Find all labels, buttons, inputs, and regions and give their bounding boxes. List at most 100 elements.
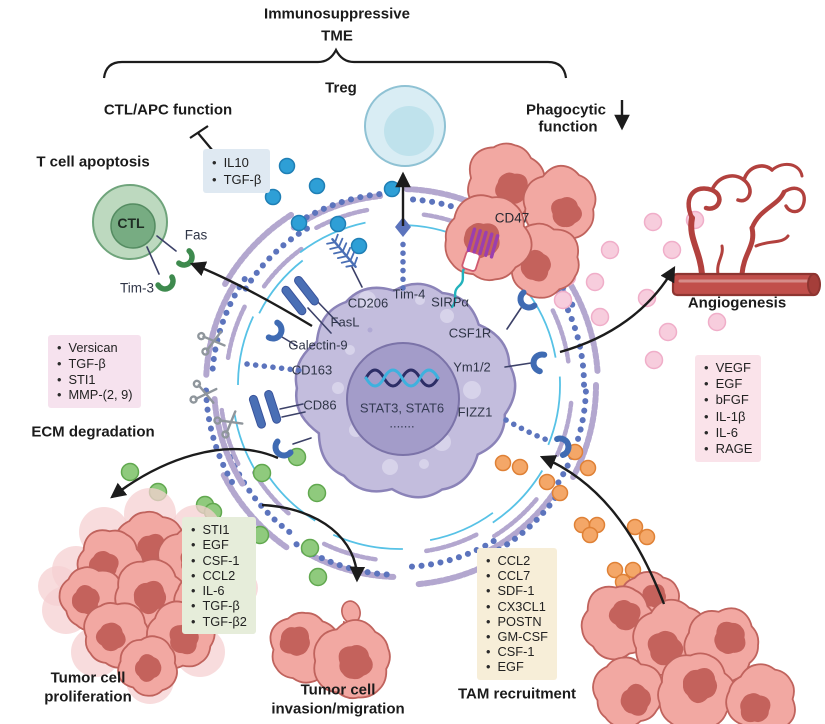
tumor-cell-nucleus	[71, 585, 100, 615]
ecm-bead-chain	[203, 382, 235, 485]
proliferation-factor-list: STI1EGFCSF-1CCL2IL-6TGF-βTGF-β2	[186, 522, 247, 629]
factor-dot	[264, 188, 282, 206]
tumor-cell-nucleus	[714, 621, 746, 654]
factor-dot	[662, 240, 682, 260]
factor-dot	[300, 538, 320, 558]
ecm-fiber	[225, 303, 248, 361]
list-item: TGF-β	[52, 356, 132, 372]
factor-dot	[252, 463, 272, 483]
cd47-receptor-icon	[466, 227, 500, 259]
list-item: IL-6	[186, 583, 247, 598]
nucleus-text-line1: STAT3, STAT6	[359, 400, 445, 416]
ecm-fiber	[320, 540, 378, 562]
factor-dot	[606, 561, 624, 579]
factor-dot	[383, 180, 401, 198]
factor-dot	[590, 307, 610, 327]
vesicle	[332, 382, 344, 394]
macrophage-cell	[294, 282, 517, 499]
ecm-bead-chain	[209, 274, 249, 372]
list-item: STI1	[52, 372, 132, 388]
factor-dot	[538, 473, 556, 491]
phagocytic-label-line2: function	[538, 118, 598, 136]
factor-dot	[290, 214, 308, 232]
cd47-label: CD47	[494, 210, 530, 226]
inhibition-tbar	[189, 125, 214, 152]
phagocytic-label-line1: Phagocytic	[525, 101, 607, 119]
factor-dot	[638, 528, 656, 546]
angiogenesis-label: Angiogenesis	[687, 294, 787, 312]
tumor-cell-nucleus	[133, 580, 167, 615]
vesicle	[419, 459, 429, 469]
factor-dot	[644, 350, 664, 370]
galectin9-connector	[281, 336, 298, 347]
sirpa-receptor-icon	[450, 264, 468, 309]
cd86-receptor-icon	[248, 389, 282, 429]
csf1r-receptor-icon	[517, 289, 538, 311]
annotation-arrows	[102, 47, 676, 605]
list-item: Versican	[52, 340, 132, 356]
list-item: TGF-β	[207, 171, 262, 188]
receptor-label-sirpa: SIRPα	[431, 294, 469, 310]
fasl-receptor-icon	[281, 275, 320, 316]
tumor-cell-nucleus	[608, 600, 641, 631]
receptor-label-fasl: FasL	[330, 314, 360, 330]
list-item: SDF-1	[481, 583, 548, 598]
vesicle	[463, 381, 481, 399]
ecm-fiber	[550, 308, 571, 364]
proliferation-factor-box: STI1EGFCSF-1CCL2IL-6TGF-βTGF-β2	[182, 517, 256, 635]
fas-tim3-connectors	[146, 235, 177, 275]
list-item: IL-1β	[699, 409, 752, 425]
vesicle	[415, 295, 425, 305]
factor-dot	[581, 526, 599, 544]
tim3-receptor-icon	[155, 274, 176, 292]
arrow-to-proliferation	[110, 448, 279, 499]
list-item: IL-6	[699, 425, 752, 441]
tumor-cell-nucleus	[740, 693, 771, 723]
csf1r-connector	[506, 307, 522, 330]
galectin9-receptor-icon	[265, 319, 285, 342]
ecm-factor-box: VersicanTGF-βSTI1MMP-(2, 9)	[48, 335, 142, 409]
cd86-connector	[279, 403, 306, 418]
ecm-thread	[237, 316, 255, 386]
ecm-fiber	[203, 282, 237, 378]
list-item: TGF-β	[186, 598, 247, 613]
factor-dot	[707, 312, 727, 332]
vesicle	[382, 459, 398, 475]
list-item: STI1	[186, 522, 247, 537]
receptor-label-csf1r: CSF1R	[448, 325, 492, 341]
tumor-invasion-label-line1: Tumor cell	[300, 681, 376, 699]
arrow-tam-recruitment	[539, 455, 666, 605]
factor-dot	[278, 157, 296, 175]
ecm-fiber	[564, 277, 601, 375]
cd163-receptor-icon	[244, 361, 307, 374]
list-item: VEGF	[699, 360, 752, 376]
list-item: MMP-(2, 9)	[52, 387, 132, 403]
ecm-bead-chain	[290, 539, 390, 578]
factor-dot	[624, 561, 642, 579]
ecm-fiber	[424, 532, 479, 554]
ecm-thread	[429, 512, 494, 541]
ecm-fiber	[211, 395, 246, 487]
list-item: EGF	[186, 537, 247, 552]
factor-dot	[600, 240, 620, 260]
arrow-to-t-cell-apoptosis	[189, 261, 313, 328]
arrow-to-angiogenesis	[559, 265, 676, 354]
arrow-to-invasion	[261, 503, 366, 583]
fizz1-receptor-icon	[554, 435, 572, 458]
tumor-cell-nucleus	[95, 622, 126, 652]
vesicle	[358, 291, 376, 309]
factor-dot	[585, 272, 605, 292]
tumor-cell-nucleus	[134, 654, 162, 682]
tumor-cell-nucleus	[338, 645, 373, 680]
factor-dot	[329, 215, 347, 233]
t-cell-apoptosis-label: T cell apoptosis	[36, 153, 150, 171]
list-item: TGF-β2	[186, 614, 246, 629]
fas-label: Fas	[184, 227, 208, 243]
treg-cell	[364, 85, 446, 167]
blood-vessel	[671, 162, 821, 297]
ctl-apc-function-label: CTL/APC function	[103, 101, 233, 119]
factor-dot	[494, 454, 512, 472]
figure-title-line1: Immunosuppressive	[264, 5, 410, 23]
receptor-label-tim4: Tim-4	[392, 286, 426, 302]
cd206-connector	[351, 266, 363, 288]
